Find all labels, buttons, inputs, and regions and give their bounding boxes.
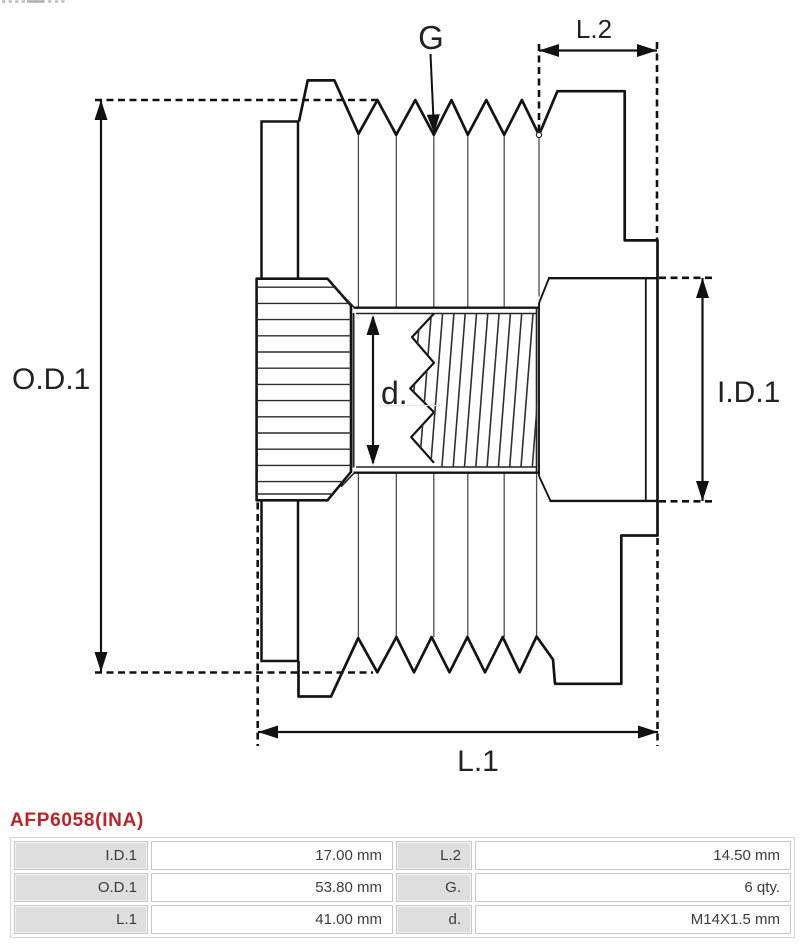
label-id1: I.D.1 <box>717 376 780 409</box>
label-thread: d. <box>381 375 408 411</box>
label-l2: L.2 <box>576 14 612 44</box>
part-number-title: AFP6058(INA) <box>10 810 145 831</box>
spec-value-g: 6 qty. <box>475 873 791 902</box>
spec-row-1: I.D.1 17.00 mm L.2 14.50 mm <box>14 841 791 870</box>
dimension-od1: O.D.1 <box>12 100 108 672</box>
spec-value-od1: 53.80 mm <box>151 873 393 902</box>
bearing-hub <box>538 277 658 503</box>
spec-label-id1: I.D.1 <box>14 841 148 870</box>
spec-value-l2: 14.50 mm <box>475 841 791 870</box>
pulley-outline <box>297 79 659 698</box>
spec-row-3: L.1 41.00 mm d. M14X1.5 mm <box>14 905 791 934</box>
dimension-l1: L.1 <box>258 725 658 778</box>
thread-bore <box>340 292 539 488</box>
spec-label-d: d. <box>396 905 472 934</box>
pulley-technical-drawing: O.D.1 I.D.1 L.1 L.2 G <box>2 0 780 778</box>
extension-lines <box>95 42 714 746</box>
spec-table-wrap: I.D.1 17.00 mm L.2 14.50 mm O.D.1 53.80 … <box>10 837 795 938</box>
dimension-id1: I.D.1 <box>696 278 780 501</box>
dimension-groove: G <box>418 19 444 134</box>
spec-row-2: O.D.1 53.80 mm G. 6 qty. <box>14 873 791 902</box>
spec-label-od1: O.D.1 <box>14 873 148 902</box>
spec-label-l2: L.2 <box>396 841 472 870</box>
spec-label-l1: L.1 <box>14 905 148 934</box>
groove-reference-point <box>535 131 543 139</box>
groove-lines-bottom <box>357 472 538 638</box>
spec-value-id1: 17.00 mm <box>151 841 393 870</box>
collar-outline <box>255 277 353 502</box>
spec-label-g: G. <box>396 873 472 902</box>
dimension-thread: d. <box>366 315 408 465</box>
label-grooves: G <box>418 19 444 56</box>
label-l1: L.1 <box>457 745 499 778</box>
spec-value-l1: 41.00 mm <box>151 905 393 934</box>
collar-spline-hatch <box>256 286 351 495</box>
groove-lines-top <box>357 134 540 308</box>
label-od1: O.D.1 <box>12 363 90 396</box>
spec-value-d: M14X1.5 mm <box>475 905 791 934</box>
dimension-l2: L.2 <box>539 14 657 57</box>
spec-table: I.D.1 17.00 mm L.2 14.50 mm O.D.1 53.80 … <box>11 838 794 937</box>
